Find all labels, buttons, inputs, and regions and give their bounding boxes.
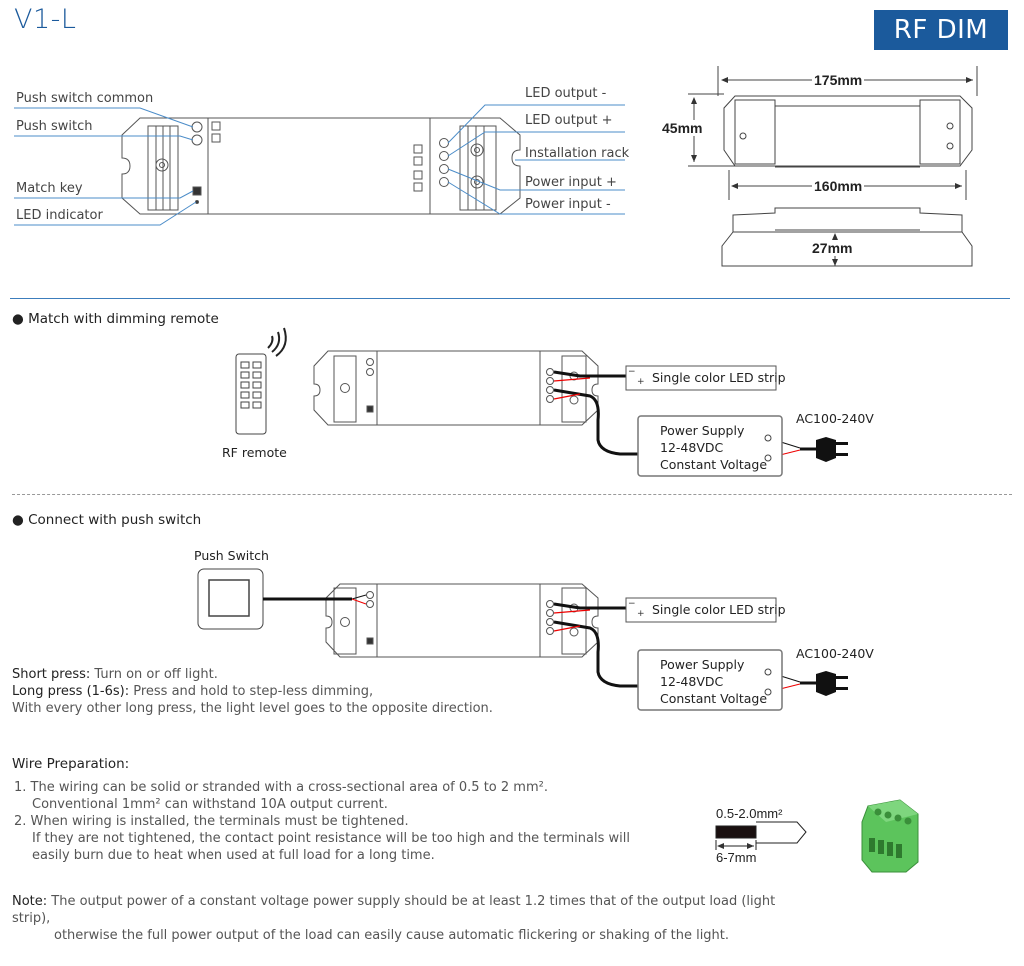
push-switch-label: Push Switch [194,548,269,563]
controller-switch-diagram [325,583,599,658]
psu-line: Constant Voltage [660,457,768,472]
section-divider [10,298,1010,299]
item-line: If they are not tightened, the contact p… [32,831,630,846]
item-number: 2. [14,814,27,829]
label-push-switch: Push switch [16,119,93,134]
short-press-line: Short press: Turn on or off light. [12,666,532,683]
label-installation-rack: Installation rack [525,146,630,161]
note-block: Note: The output power of a constant vol… [12,893,812,944]
label-led-indicator: LED indicator [16,208,103,223]
strip-length-label: 6-7mm [714,850,759,865]
wire-prep-item: 1. The wiring can be solid or stranded w… [14,779,654,796]
power-supply-box-remote [637,415,783,477]
led-strip-label-switch: Single color LED strip [652,602,786,617]
wire-gauge-label: 0.5-2.0mm² [714,806,785,821]
item-line: Conventional 1mm² can withstand 10A outp… [32,797,388,812]
strip-plus: + [637,609,645,619]
item-line: When wiring is installed, the terminals … [30,814,409,829]
note-text: The output power of a constant voltage p… [12,894,776,926]
section-heading-remote-text: Match with dimming remote [28,311,219,327]
label-match-key: Match key [16,181,83,196]
power-supply-box-switch [637,649,783,711]
psu-label-switch: Power Supply 12-48VDC Constant Voltage [660,656,767,707]
controller-top-view [121,117,521,215]
item-line: easily burn due to heat when used at ful… [32,848,435,863]
ac-plug-icon [816,437,848,462]
label-push-switch-common: Push switch common [16,91,154,106]
section-divider-dashed [12,494,1012,495]
label-led-output-plus: LED output + [525,113,613,128]
short-press-label: Short press: [12,667,91,682]
note-line: Note: The output power of a constant vol… [12,893,812,927]
psu-line: 12-48VDC [660,674,724,689]
section-heading-switch: ● Connect with push switch [12,512,202,528]
wire-prep-heading: Wire Preparation: [12,756,130,772]
wire-prep-list: 1. The wiring can be solid or stranded w… [14,779,654,864]
model-title: V1-L [14,4,77,35]
push-switch-icon [197,568,264,630]
rf-remote-label: RF remote [222,445,287,460]
note-label: Note: [12,894,48,909]
ac-plug-icon [816,671,848,696]
wire-strip-figure [715,821,807,852]
strip-minus: − [628,599,636,609]
section-heading-switch-text: Connect with push switch [28,512,202,528]
psu-line: Power Supply [660,423,745,438]
led-strip-box-remote [625,365,777,391]
ac-voltage-label-switch: AC100-240V [796,646,874,661]
dim-length-total: 175mm [812,72,865,88]
controller-remote-diagram [313,350,599,426]
rf-signal-icon [267,327,287,357]
led-strip-label-remote: Single color LED strip [652,370,786,385]
dim-length-body: 160mm [812,178,865,194]
long-press-note: With every other long press, the light l… [12,701,493,716]
dim-width: 45mm [660,120,705,136]
section-heading-remote: ● Match with dimming remote [12,311,219,327]
strip-minus: − [628,367,636,377]
item-number: 1. [14,780,27,795]
psu-line: 12-48VDC [660,440,724,455]
long-press-line: Long press (1-6s): Press and hold to ste… [12,683,532,700]
wire-prep-item: 2. When wiring is installed, the termina… [14,813,654,830]
long-press-label: Long press (1-6s): [12,684,130,699]
psu-line: Constant Voltage [660,691,768,706]
ac-voltage-label-remote: AC100-240V [796,411,874,426]
item-line: The wiring can be solid or stranded with… [30,780,548,795]
psu-label-remote: Power Supply 12-48VDC Constant Voltage [660,422,767,473]
label-power-input-minus: Power input - [525,197,611,212]
callout-lines [14,104,625,226]
dimension-side-view [721,207,973,267]
psu-line: Power Supply [660,657,745,672]
led-strip-box-switch [625,597,777,623]
strip-plus: + [637,377,645,387]
label-power-input-plus: Power input + [525,175,617,190]
green-terminal-block-icon [861,799,919,873]
short-press-text: Turn on or off light. [90,667,218,682]
rf-dim-badge: RF DIM [874,10,1008,50]
dim-height: 27mm [810,240,855,256]
label-led-output-minus: LED output - [525,86,607,101]
note-text: otherwise the full power output of the l… [54,928,730,943]
push-instructions: Short press: Turn on or off light. Long … [12,666,532,717]
long-press-text: Press and hold to step-less dimming, [129,684,374,699]
rf-remote-icon [235,353,267,435]
